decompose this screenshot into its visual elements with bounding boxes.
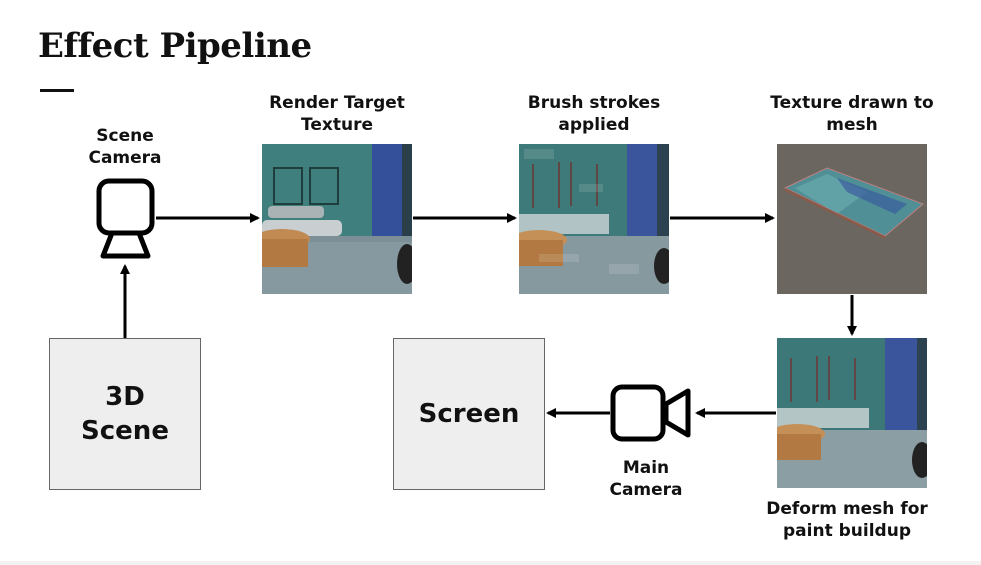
screen-box: Screen: [393, 338, 545, 490]
title-underline: [40, 89, 74, 92]
page-title: Effect Pipeline: [38, 26, 312, 66]
brush-strokes-thumbnail: [519, 144, 669, 294]
scene-3d-box: 3D Scene: [49, 338, 201, 490]
bottom-strip: [0, 561, 981, 565]
scene-camera-label: Scene Camera: [88, 126, 162, 168]
brush-strokes-label: Brush strokes applied: [527, 93, 661, 135]
main-camera-label: Main Camera: [609, 458, 683, 500]
texture-drawn-label: Texture drawn to mesh: [770, 93, 934, 135]
render-target-label: Render Target Texture: [269, 93, 405, 135]
deform-mesh-thumbnail: [777, 338, 927, 488]
texture-mesh-thumbnail: [777, 144, 927, 294]
render-target-thumbnail: [262, 144, 412, 294]
deform-mesh-label: Deform mesh for paint buildup: [766, 499, 928, 541]
security-camera-icon: [96, 178, 155, 259]
video-camera-icon: [610, 384, 691, 442]
